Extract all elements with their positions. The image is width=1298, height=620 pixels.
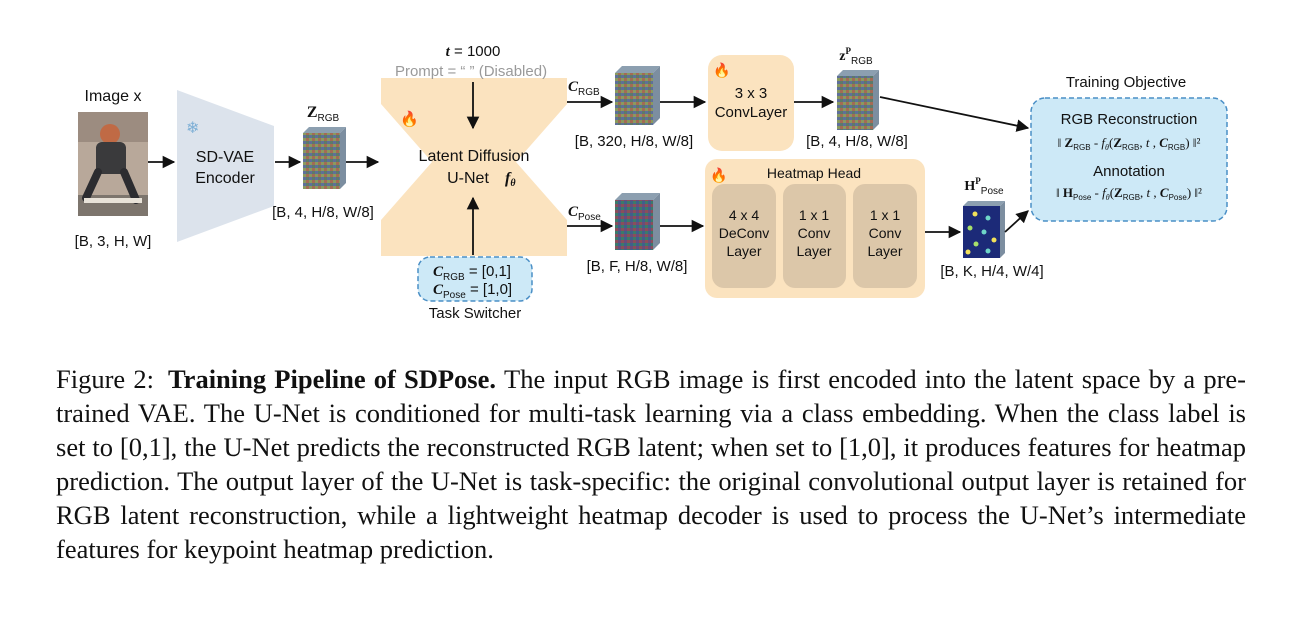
deconv-label-3: Layer	[726, 243, 761, 259]
deconv-label-1: 4 x 4	[729, 207, 760, 223]
encoder-label-1: SD-VAE	[196, 149, 254, 166]
rgb-reconstruction-title: RGB Reconstruction	[1061, 111, 1198, 128]
conv2-label-1: 1 x 1	[870, 207, 901, 223]
c-pose-shape: [B, F, H/8, W/8]	[587, 258, 688, 275]
annotation-title: Annotation	[1093, 163, 1165, 180]
z-pred-cube	[837, 70, 879, 130]
vae-encoder	[177, 90, 274, 242]
snowflake-icon: ❄	[186, 120, 199, 137]
pipeline-diagram: Image x [B, 3, H, W] ❄ SD-VAE Encoder ZR…	[75, 43, 1228, 322]
input-image-shape: [B, 3, H, W]	[75, 233, 152, 250]
latent-symbol: ZRGB	[307, 104, 340, 124]
unet-block	[381, 78, 567, 256]
timestep-label: t = 1000	[446, 43, 501, 60]
unet-fn-symbol: fθ	[505, 170, 516, 189]
task-switcher-label: Task Switcher	[429, 305, 522, 322]
prompt-label: Prompt = “ ” (Disabled)	[395, 63, 547, 80]
switcher-pose: CPose = [1,0]	[433, 281, 512, 301]
arrow-zpred-objective	[879, 96, 1030, 132]
conv1-label-1: 1 x 1	[799, 207, 830, 223]
conv1-label-2: Conv	[798, 225, 831, 241]
task-switcher-box	[417, 256, 533, 302]
figure-caption: Figure 2: Training Pipeline of SDPose.The…	[56, 362, 1246, 566]
h-pred-shape: [B, K, H/4, W/4]	[940, 263, 1043, 280]
switcher-rgb: CRGB = [0,1]	[433, 263, 511, 283]
encoder-label-2: Encoder	[195, 170, 255, 187]
conv2-label-3: Layer	[867, 243, 902, 259]
pose-loss-formula: ‖ HPose - fθ(ZRGB, t , CPose) ‖²	[1056, 185, 1202, 202]
flame-icon-head: 🔥	[710, 167, 727, 184]
c-pose-cube	[615, 193, 660, 250]
z-pred-shape: [B, 4, H/8, W/8]	[806, 133, 908, 150]
objective-box	[1030, 97, 1228, 222]
caption-label: Figure 2:	[56, 364, 154, 394]
arrow-hpred-objective	[1004, 210, 1029, 233]
z-pred-symbol: zPRGB	[839, 46, 873, 67]
h-pred-symbol: HPPose	[964, 176, 1004, 197]
c-pose-symbol: CPose	[568, 204, 601, 223]
input-photo	[78, 112, 148, 216]
heatmap-output	[963, 201, 1005, 258]
rgb-loss-formula: ‖ ZRGB - fθ(ZRGB, t , CRGB) ‖²	[1058, 135, 1201, 152]
conv1-block	[783, 184, 846, 288]
c-rgb-shape: [B, 320, H/8, W/8]	[575, 133, 693, 150]
c-rgb-symbol: CRGB	[568, 79, 600, 98]
input-image-title: Image x	[85, 88, 142, 105]
deconv-block	[712, 184, 776, 288]
objective-title: Training Objective	[1066, 74, 1186, 91]
unet-label-1: Latent Diffusion	[419, 148, 530, 165]
deconv-label-2: DeConv	[719, 225, 770, 241]
conv2-block	[853, 184, 917, 288]
flame-icon-conv: 🔥	[713, 62, 730, 79]
conv-layer-label-1: 3 x 3	[735, 85, 768, 102]
caption-title: Training Pipeline of SDPose.	[167, 364, 497, 394]
conv2-label-2: Conv	[869, 225, 902, 241]
flame-icon-unet: 🔥	[400, 110, 419, 128]
heatmap-head-title: Heatmap Head	[767, 165, 861, 181]
conv-layer-label-2: ConvLayer	[715, 104, 788, 121]
conv1-label-3: Layer	[796, 243, 831, 259]
c-rgb-cube	[615, 66, 660, 125]
unet-label-2: U-Net	[447, 170, 489, 187]
conv-layer-box	[708, 55, 794, 151]
latent-cube	[303, 127, 346, 189]
latent-shape: [B, 4, H/8, W/8]	[272, 204, 374, 221]
caption-text: The input RGB image is first encoded int…	[56, 364, 1246, 564]
